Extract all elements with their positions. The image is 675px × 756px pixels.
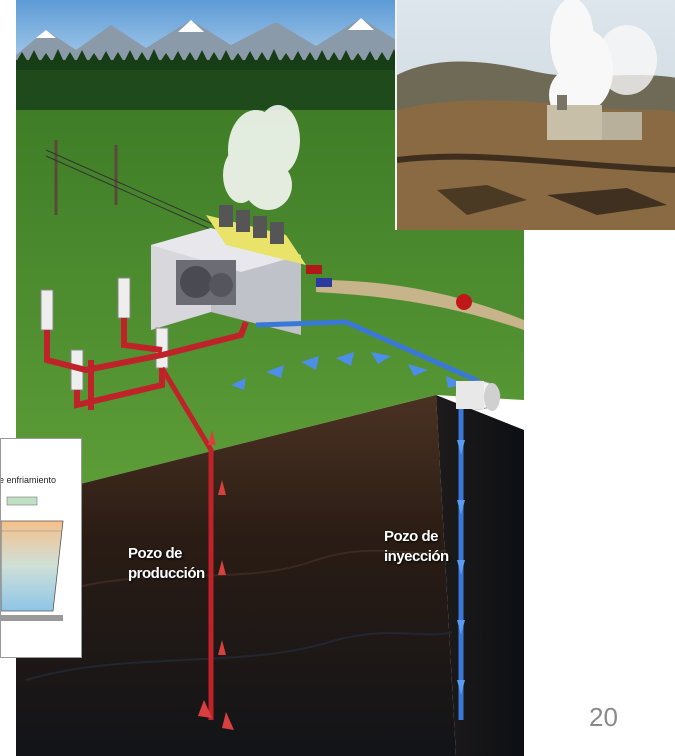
snow-cap	[348, 18, 374, 30]
injection-tank	[455, 380, 501, 411]
production-well-label: Pozo de producción	[128, 544, 205, 584]
cold-flow-arrows	[231, 352, 464, 390]
production-well-label-line-1: Pozo de	[128, 545, 183, 562]
vehicle	[316, 278, 332, 287]
geothermal-plant-photo	[395, 0, 675, 230]
cooling-tower-inset: e enfriamiento	[0, 438, 82, 658]
injection-well-label-line-2: inyección	[384, 548, 449, 565]
soil-stratum	[25, 631, 453, 681]
snow-cap	[36, 30, 56, 38]
injection-well-label-line-1: Pozo de	[384, 528, 439, 545]
soil-stratum	[35, 549, 447, 601]
road	[316, 280, 524, 330]
production-up-arrows	[198, 430, 234, 730]
tower-basin	[1, 615, 63, 621]
soil-side-face	[436, 395, 524, 756]
plant-buildings	[547, 95, 642, 140]
tower-body	[1, 520, 64, 612]
power-plant-building	[151, 205, 306, 335]
production-well-label-line-2: producción	[128, 565, 205, 582]
photo-canvas	[397, 0, 675, 230]
dirt-mound	[547, 188, 667, 215]
steam-column	[549, 0, 657, 120]
cooling-tower-diagram	[1, 496, 64, 621]
power-line	[45, 155, 227, 237]
cooling-tower-label: e enfriamiento	[0, 475, 57, 485]
steam-plume	[223, 105, 300, 210]
power-line	[45, 149, 227, 231]
production-piping	[44, 318, 249, 720]
marker-ball	[456, 294, 472, 310]
soil-front-face	[16, 395, 456, 756]
injection-well-label: Pozo de inyección	[384, 527, 449, 567]
injection-down-arrows	[457, 440, 465, 695]
vehicle	[306, 265, 322, 274]
pipeline	[397, 153, 675, 173]
snow-cap	[178, 20, 204, 32]
fan-housing	[6, 496, 38, 506]
page-number: 20	[589, 702, 618, 732]
dirt-mound	[437, 185, 527, 215]
